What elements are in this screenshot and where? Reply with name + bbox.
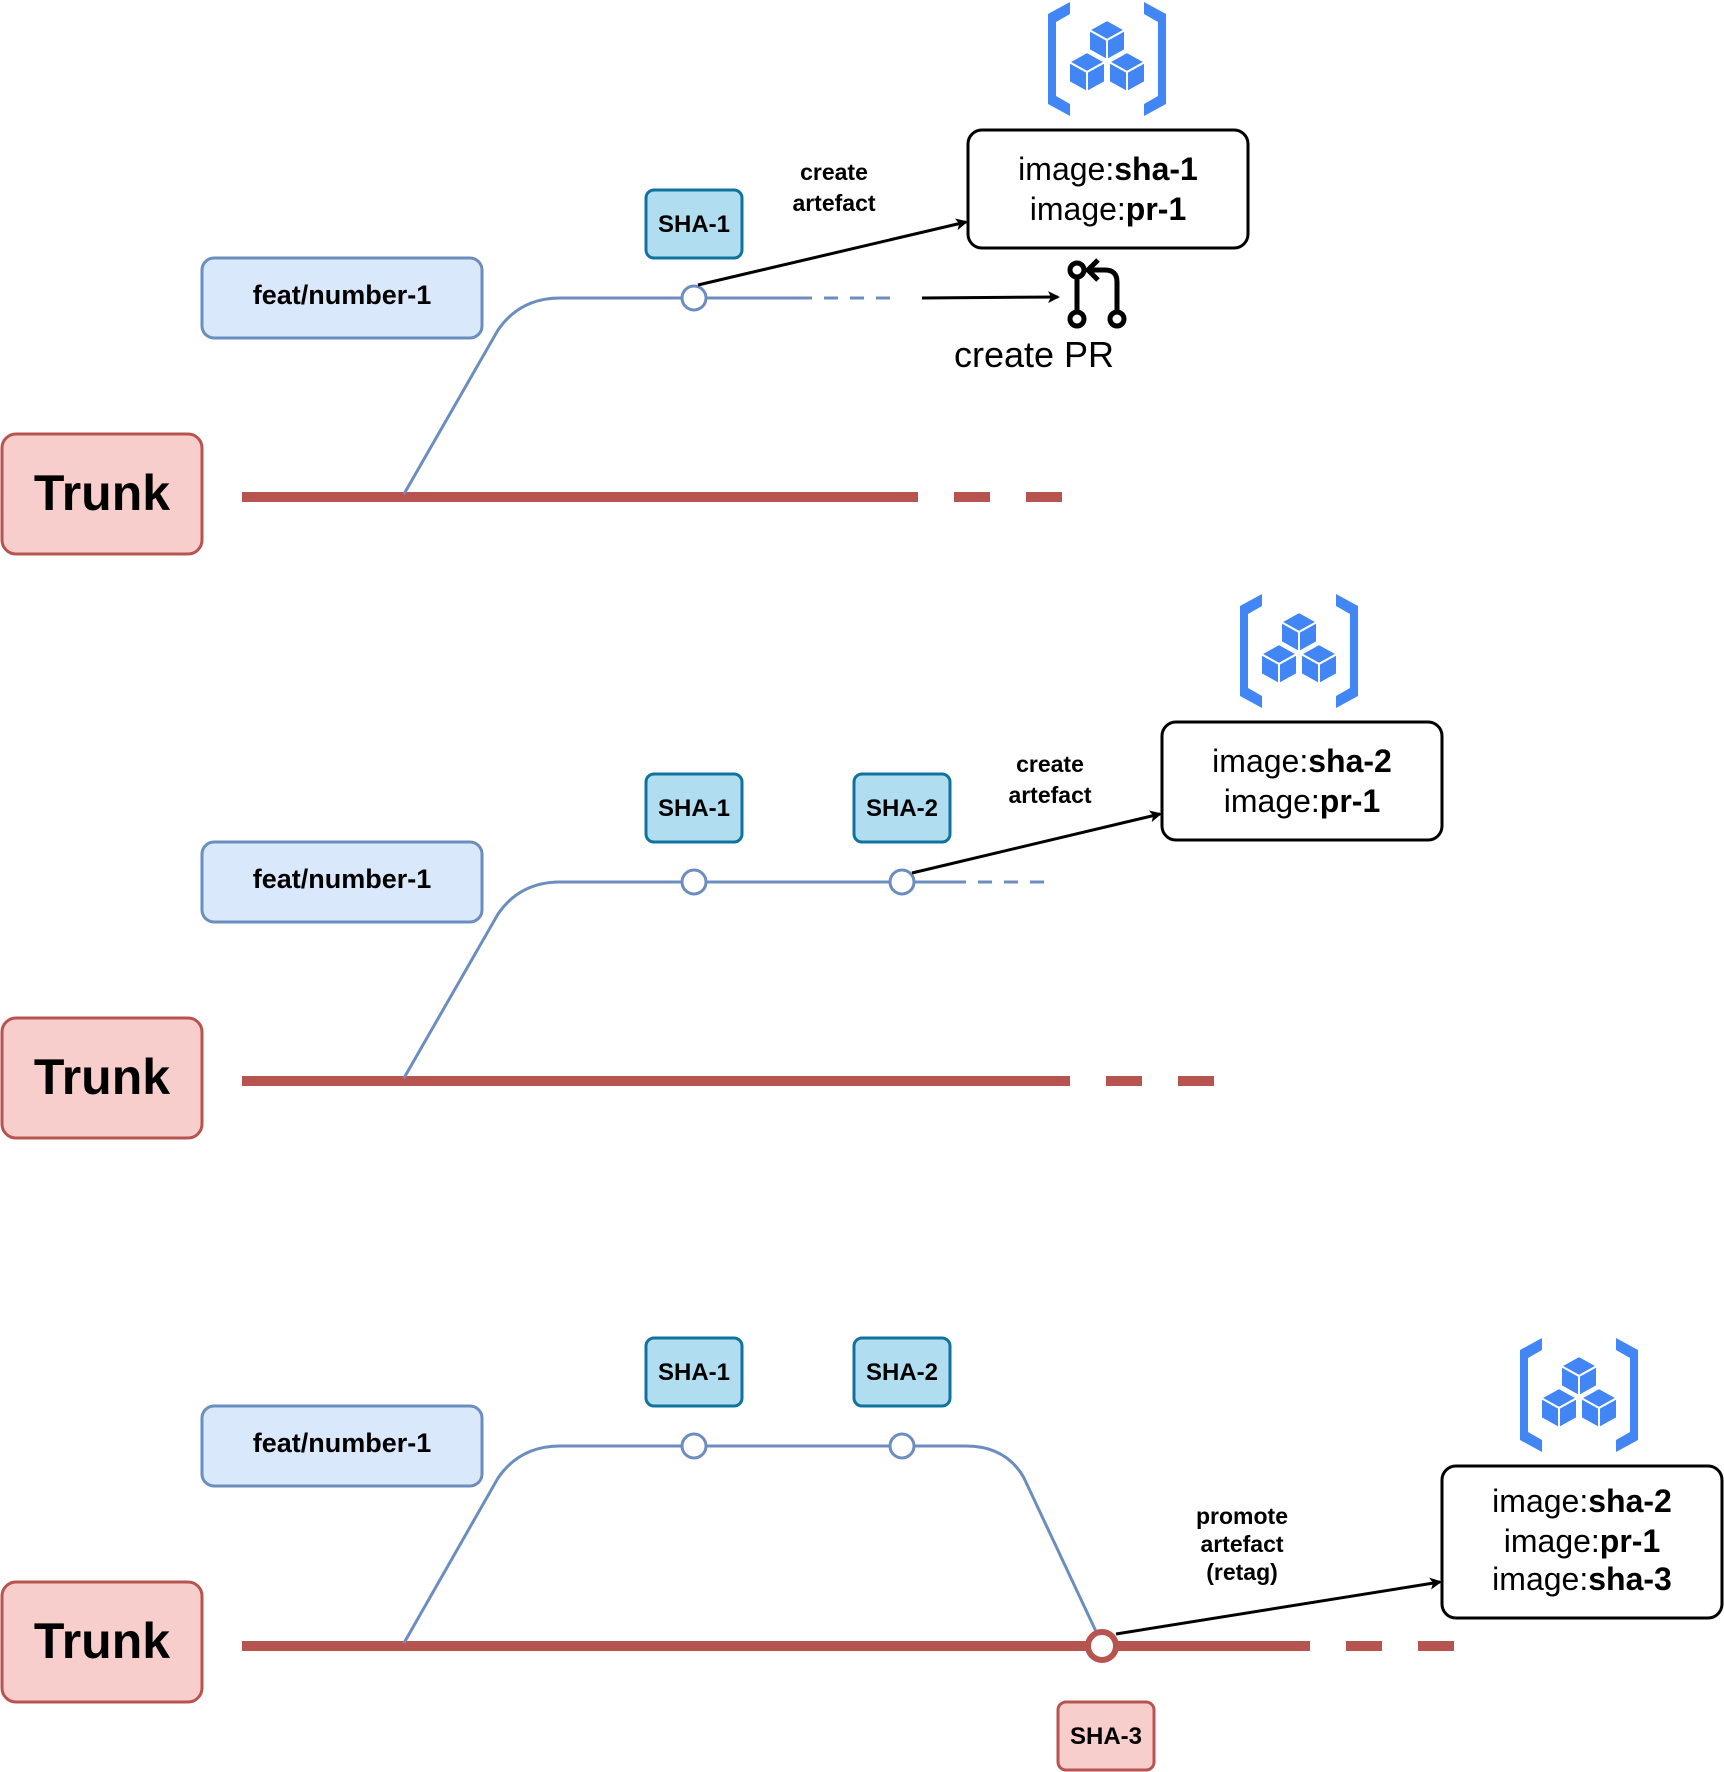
branch-line xyxy=(402,880,966,1079)
action-label-line1: promote xyxy=(1196,1503,1288,1529)
commit-tag-sha-3: SHA-3 xyxy=(1056,1700,1156,1772)
image-tag-row: image:pr-1 xyxy=(1224,783,1381,819)
commit-node xyxy=(888,1432,916,1460)
commit-tag-label: SHA-3 xyxy=(1070,1723,1142,1750)
commit-node xyxy=(680,868,708,896)
promote-artefact-arrow xyxy=(1115,1577,1442,1636)
action-label-line2: artefact xyxy=(1200,1531,1283,1557)
trunk-box: Trunk xyxy=(0,432,204,556)
action-label-line2: artefact xyxy=(792,190,875,216)
action-label-line2: artefact xyxy=(1008,782,1091,808)
container-registry-icon xyxy=(1519,1337,1639,1453)
trunk-label: Trunk xyxy=(34,1049,170,1105)
action-label-line1: create xyxy=(1016,751,1084,777)
trunk-box: Trunk xyxy=(0,1016,204,1140)
commit-tag-sha-1: SHA-1 xyxy=(644,772,744,844)
image-tag-row: image:sha-1 xyxy=(1018,151,1198,187)
commit-node xyxy=(680,284,708,312)
panel-1: Trunk feat/number-1 SHA-1 create artefac… xyxy=(0,1,1250,556)
panel-2: Trunk feat/number-1 SHA-1 SHA-2 create a… xyxy=(0,593,1444,1140)
panel-3: Trunk feat/number-1 SHA-1 SHA-2 SHA-3 pr… xyxy=(0,1336,1724,1772)
image-tag-row: image:sha-3 xyxy=(1492,1561,1672,1597)
action-label-line1: create xyxy=(800,159,868,185)
image-tag-row: image:sha-2 xyxy=(1492,1483,1672,1519)
create-artefact-arrow xyxy=(697,218,968,287)
create-artefact-arrow xyxy=(911,810,1162,875)
commit-tag-label: SHA-2 xyxy=(866,795,938,822)
branch-line xyxy=(402,296,812,495)
image-tags-box: image:sha-2 image:pr-1 xyxy=(1160,720,1444,842)
trunk-label: Trunk xyxy=(34,1613,170,1669)
image-tag-row: image:sha-2 xyxy=(1212,743,1392,779)
branch-box: feat/number-1 xyxy=(200,840,484,924)
branch-label: feat/number-1 xyxy=(253,864,432,894)
commit-tag-label: SHA-1 xyxy=(658,211,730,238)
trunk-label: Trunk xyxy=(34,465,170,521)
commit-tag-label: SHA-1 xyxy=(658,795,730,822)
commit-tag-label: SHA-2 xyxy=(866,1359,938,1386)
container-registry-icon xyxy=(1239,593,1359,709)
branch-box: feat/number-1 xyxy=(200,1404,484,1488)
image-tags-box: image:sha-2 image:pr-1 image:sha-3 xyxy=(1440,1464,1724,1620)
branch-label: feat/number-1 xyxy=(253,280,432,310)
branch-box: feat/number-1 xyxy=(200,256,484,340)
image-tags-box: image:sha-1 image:pr-1 xyxy=(966,128,1250,250)
branch-label: feat/number-1 xyxy=(253,1428,432,1458)
commit-tag-label: SHA-1 xyxy=(658,1359,730,1386)
create-pr-label: create PR xyxy=(954,334,1114,375)
commit-tag-sha-1: SHA-1 xyxy=(644,1336,744,1408)
commit-tag-sha-1: SHA-1 xyxy=(644,188,744,260)
container-registry-icon xyxy=(1047,1,1167,117)
commit-node xyxy=(680,1432,708,1460)
create-pr-arrow xyxy=(921,291,1060,304)
commit-node xyxy=(888,868,916,896)
action-label-line3: (retag) xyxy=(1206,1559,1278,1585)
image-tag-row: image:pr-1 xyxy=(1504,1523,1661,1559)
commit-tag-sha-2: SHA-2 xyxy=(852,772,952,844)
merge-commit-node xyxy=(1085,1629,1119,1663)
pull-request-icon xyxy=(1067,258,1127,329)
trunk-box: Trunk xyxy=(0,1580,204,1704)
branch-line xyxy=(402,1444,1102,1644)
image-tag-row: image:pr-1 xyxy=(1030,191,1187,227)
commit-tag-sha-2: SHA-2 xyxy=(852,1336,952,1408)
